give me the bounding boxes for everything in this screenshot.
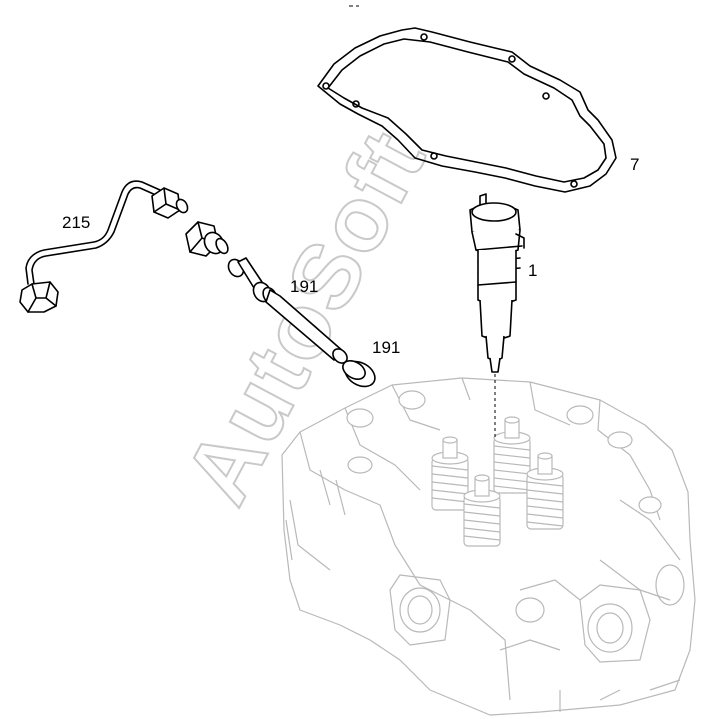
label-part-191-upper: 191 [290,277,318,296]
label-part-7: 7 [630,155,639,174]
label-part-191-lower: 191 [372,338,400,357]
label-part-215: 215 [62,213,90,232]
valve-springs [431,416,564,547]
gasket-part-7 [317,27,617,193]
connector-part-191 [185,221,348,364]
watermark: AutoSoft [166,115,446,520]
cylinder-head [281,377,696,716]
fuel-pipe-part-215 [19,180,189,313]
injector-part-1 [469,193,525,373]
seal-ring-part-191 [342,360,376,388]
label-part-1: 1 [528,261,537,280]
